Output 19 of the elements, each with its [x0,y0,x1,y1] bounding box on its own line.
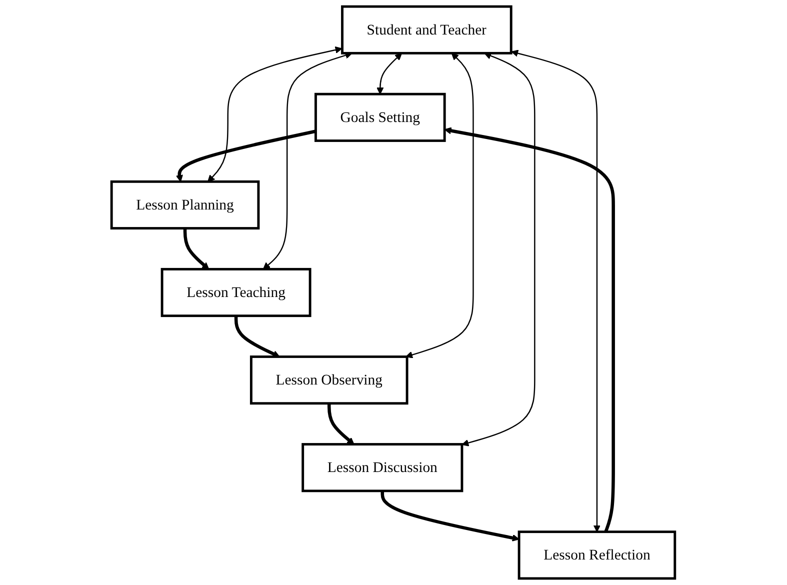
arrow [328,403,355,445]
node-box: Student and Teacher [341,5,513,54]
node-box: Lesson Observing [250,356,409,405]
arrow [176,130,316,182]
arrow [444,127,616,532]
node-box: Lesson Discussion [302,443,464,492]
arrow [184,228,210,270]
node-box: Lesson Planning [110,180,260,230]
arrow [234,316,280,358]
node-box: Lesson Teaching [161,268,312,318]
arrow [208,46,343,182]
arrow [263,52,353,270]
arrow [381,490,520,542]
arrow [406,53,474,358]
arrow [462,52,536,446]
node-box: Goals Setting [314,92,446,142]
arrow [511,50,601,532]
arrow [376,53,402,94]
node-box: Lesson Reflection [518,530,676,580]
